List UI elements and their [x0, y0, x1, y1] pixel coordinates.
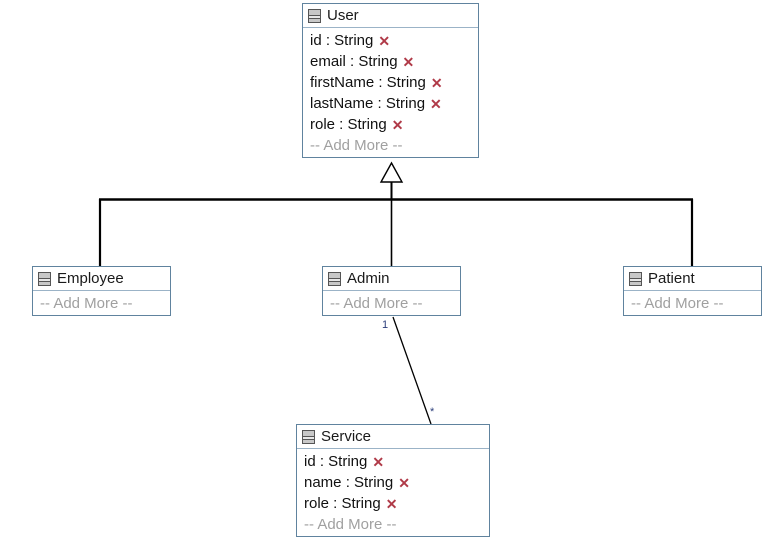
class-name-service: Service [321, 428, 372, 445]
attribute-row[interactable]: email : String ✕ [303, 51, 478, 72]
class-name-user: User [327, 7, 359, 24]
attribute-row[interactable]: role : String ✕ [297, 493, 489, 514]
class-box-admin[interactable]: Admin -- Add More -- [322, 266, 461, 316]
delete-attribute-icon[interactable]: ✕ [430, 95, 442, 112]
add-more-button[interactable]: -- Add More -- [40, 295, 133, 312]
attribute-label: email : String [310, 53, 398, 70]
class-icon [308, 8, 321, 23]
class-attributes-user: id : String ✕ email : String ✕ firstName… [303, 28, 478, 157]
class-name-admin: Admin [347, 270, 390, 287]
class-attributes-employee: -- Add More -- [33, 291, 170, 315]
class-box-service[interactable]: Service id : String ✕ name : String ✕ ro… [296, 424, 490, 537]
attribute-label: id : String [310, 32, 374, 49]
attribute-row[interactable]: id : String ✕ [297, 451, 489, 472]
delete-attribute-icon[interactable]: ✕ [398, 474, 410, 491]
class-attributes-service: id : String ✕ name : String ✕ role : Str… [297, 449, 489, 536]
class-attributes-admin: -- Add More -- [323, 291, 460, 315]
class-name-employee: Employee [57, 270, 124, 287]
class-name-patient: Patient [648, 270, 695, 287]
class-icon [629, 271, 642, 286]
attribute-row[interactable]: id : String ✕ [303, 30, 478, 51]
class-header-user[interactable]: User [303, 4, 478, 28]
attribute-row[interactable]: firstName : String ✕ [303, 72, 478, 93]
class-icon [328, 271, 341, 286]
add-more-button[interactable]: -- Add More -- [631, 295, 724, 312]
attribute-label: firstName : String [310, 74, 426, 91]
attribute-label: role : String [310, 116, 387, 133]
class-header-patient[interactable]: Patient [624, 267, 761, 291]
delete-attribute-icon[interactable]: ✕ [385, 495, 398, 512]
class-box-user[interactable]: User id : String ✕ email : String ✕ firs… [302, 3, 479, 158]
delete-attribute-icon[interactable]: ✕ [402, 53, 415, 70]
class-box-employee[interactable]: Employee -- Add More -- [32, 266, 171, 316]
attribute-row[interactable]: role : String ✕ [303, 114, 478, 135]
attribute-row[interactable]: lastName : String ✕ [303, 93, 478, 114]
attribute-row[interactable]: name : String ✕ [297, 472, 489, 493]
add-more-button[interactable]: -- Add More -- [310, 137, 403, 154]
class-header-employee[interactable]: Employee [33, 267, 170, 291]
multiplicity-target-many: * [430, 406, 435, 418]
delete-attribute-icon[interactable]: ✕ [372, 453, 385, 470]
delete-attribute-icon[interactable]: ✕ [391, 116, 404, 133]
add-more-button[interactable]: -- Add More -- [330, 295, 423, 312]
multiplicity-source-1: 1 [382, 319, 389, 331]
attribute-label: id : String [304, 453, 368, 470]
class-icon [38, 271, 51, 286]
class-box-patient[interactable]: Patient -- Add More -- [623, 266, 762, 316]
delete-attribute-icon[interactable]: ✕ [430, 74, 443, 91]
class-header-admin[interactable]: Admin [323, 267, 460, 291]
class-attributes-patient: -- Add More -- [624, 291, 761, 315]
attribute-label: role : String [304, 495, 381, 512]
delete-attribute-icon[interactable]: ✕ [378, 32, 391, 49]
class-icon [302, 429, 315, 444]
attribute-label: lastName : String [310, 95, 426, 112]
attribute-label: name : String [304, 474, 394, 491]
class-header-service[interactable]: Service [297, 425, 489, 449]
add-more-button[interactable]: -- Add More -- [304, 516, 397, 533]
